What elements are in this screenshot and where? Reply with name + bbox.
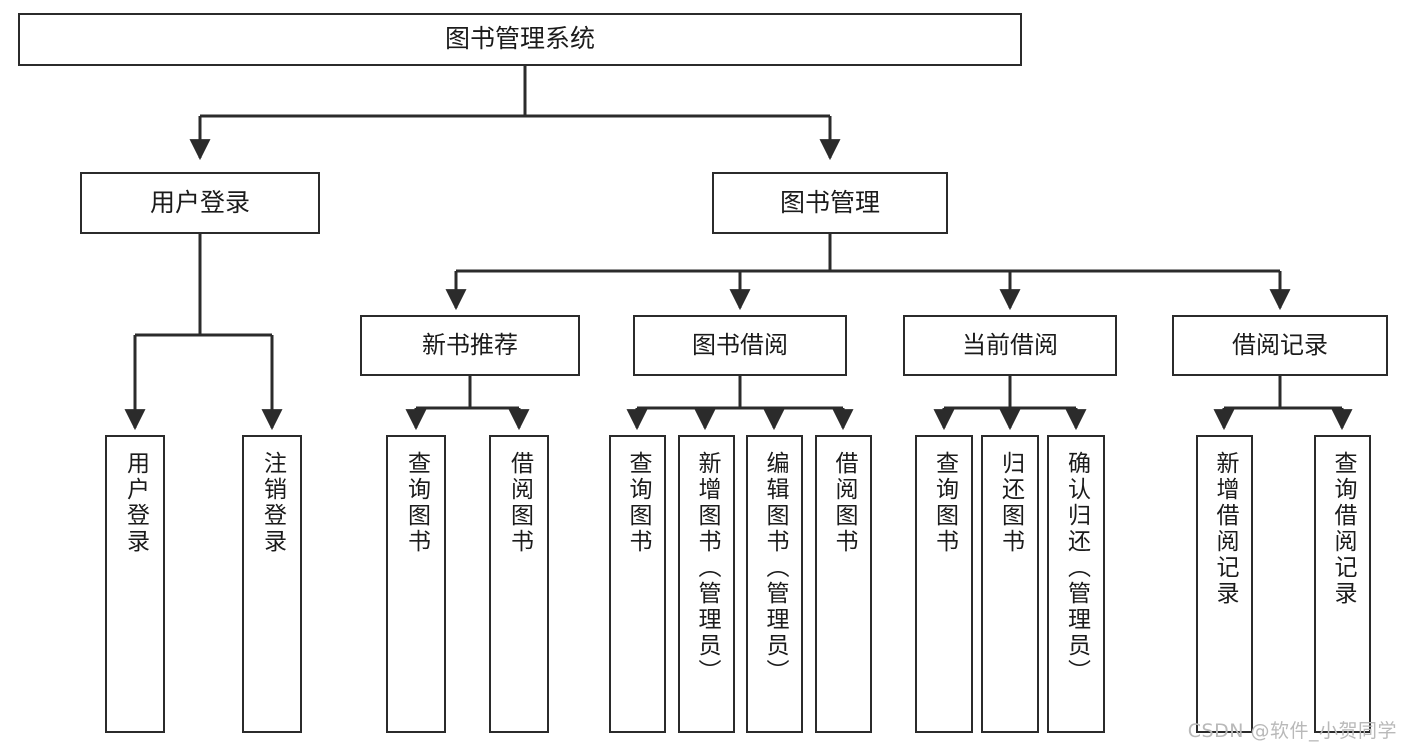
leaf-borrow-add-book-admin[interactable]: 新增图书（管理员） (678, 435, 735, 733)
node-book-borrow[interactable]: 图书借阅 (633, 315, 847, 376)
watermark-text: CSDN @软件_小贺同学 (1187, 720, 1397, 742)
node-label: 借阅记录 (1232, 330, 1328, 359)
node-label: 用户登录 (122, 451, 149, 555)
node-root-system[interactable]: 图书管理系统 (18, 13, 1022, 66)
node-label: 当前借阅 (962, 330, 1058, 359)
node-label: 查询图书 (625, 451, 651, 555)
node-book-management[interactable]: 图书管理 (712, 172, 948, 234)
node-label: 编辑图书（管理员） (762, 451, 788, 685)
node-label: 图书管理 (779, 187, 880, 217)
node-label: 新增借阅记录 (1212, 451, 1238, 607)
node-label: 图书借阅 (692, 330, 788, 359)
node-label: 注销登录 (259, 451, 286, 555)
leaf-recommend-borrow-book[interactable]: 借阅图书 (489, 435, 549, 733)
leaf-current-query-book[interactable]: 查询图书 (915, 435, 973, 733)
node-label: 借阅图书 (506, 451, 533, 555)
node-label: 查询借阅记录 (1330, 451, 1356, 607)
leaf-user-login[interactable]: 用户登录 (105, 435, 165, 733)
node-label: 归还图书 (997, 451, 1024, 555)
leaf-current-return-book[interactable]: 归还图书 (981, 435, 1039, 733)
node-borrow-record[interactable]: 借阅记录 (1172, 315, 1388, 376)
node-label: 图书管理系统 (444, 24, 595, 54)
node-label: 确认归还（管理员） (1063, 451, 1090, 685)
leaf-record-query-borrow-record[interactable]: 查询借阅记录 (1314, 435, 1371, 733)
leaf-recommend-query-book[interactable]: 查询图书 (386, 435, 446, 733)
leaf-borrow-query-book[interactable]: 查询图书 (609, 435, 666, 733)
node-label: 借阅图书 (831, 451, 857, 555)
leaf-logout[interactable]: 注销登录 (242, 435, 302, 733)
leaf-current-confirm-return-admin[interactable]: 确认归还（管理员） (1047, 435, 1105, 733)
node-user-login[interactable]: 用户登录 (80, 172, 320, 234)
node-label: 用户登录 (149, 187, 250, 217)
node-label: 新增图书（管理员） (694, 451, 720, 685)
node-label: 查询图书 (403, 451, 430, 555)
node-label: 查询图书 (931, 451, 958, 555)
node-label: 新书推荐 (422, 330, 518, 359)
node-current-borrow[interactable]: 当前借阅 (903, 315, 1117, 376)
leaf-borrow-edit-book-admin[interactable]: 编辑图书（管理员） (746, 435, 803, 733)
leaf-record-add-borrow-record[interactable]: 新增借阅记录 (1196, 435, 1253, 733)
node-new-book-recommend[interactable]: 新书推荐 (360, 315, 580, 376)
leaf-borrow-borrow-book[interactable]: 借阅图书 (815, 435, 872, 733)
